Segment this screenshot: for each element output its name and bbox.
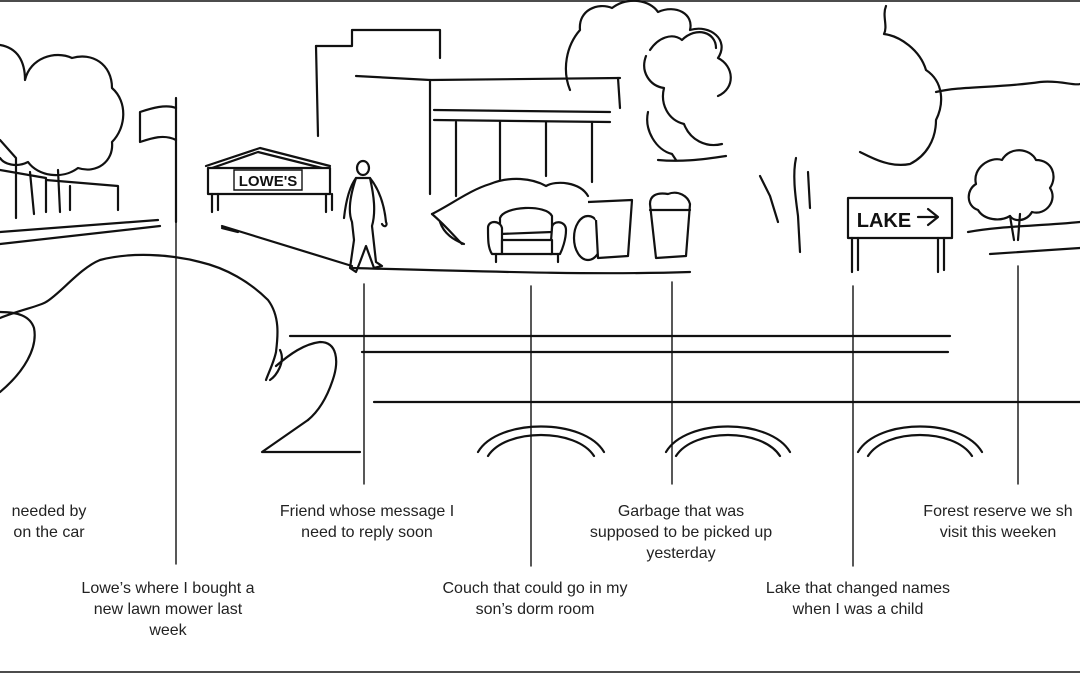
caption-car: needed by on the car (11, 503, 87, 541)
caption-forest: Forest reserve we sh visit this weeken (923, 503, 1073, 541)
center-tree (566, 1, 778, 222)
store-sign-label: LOWE'S (239, 173, 298, 190)
shrubs (432, 179, 588, 244)
leader-lines (176, 222, 1018, 566)
rails (290, 336, 1080, 402)
forest-tree (968, 150, 1080, 254)
garbage-bins (574, 193, 690, 260)
road (0, 220, 690, 273)
couch (488, 208, 566, 262)
caption-lowes: Lowe’s where I bought a new lawn mower l… (81, 580, 255, 639)
central-buildings (316, 30, 620, 196)
right-arrow-icon (918, 209, 938, 225)
caption-friend: Friend whose message I need to reply soo… (279, 503, 455, 541)
lowes-store-sign: LOWE'S (206, 148, 332, 212)
lake-sign: LAKE (848, 198, 952, 272)
hand-icon (0, 255, 360, 452)
caption-couch: Couch that could go in my son’s dorm roo… (442, 580, 628, 618)
right-tree (794, 6, 1080, 252)
arches (478, 427, 982, 457)
left-buildings (0, 140, 118, 218)
flag-icon (140, 98, 176, 222)
lake-sign-label: LAKE (857, 210, 911, 232)
left-tree (0, 45, 123, 214)
walking-person-icon (344, 161, 387, 272)
caption-garbage: Garbage that was supposed to be picked u… (589, 503, 773, 562)
caption-lake: Lake that changed names when I was a chi… (765, 580, 951, 618)
